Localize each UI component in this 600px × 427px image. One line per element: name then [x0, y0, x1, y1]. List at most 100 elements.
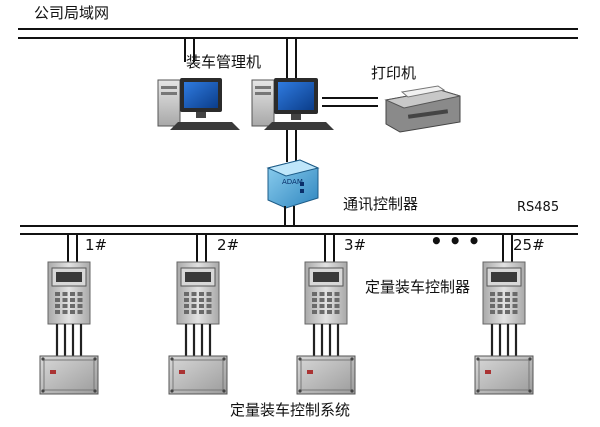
junction-box — [296, 355, 356, 395]
keypad-key — [497, 298, 503, 302]
keypad-key — [62, 304, 68, 308]
keypad-key — [505, 298, 510, 302]
keypad-key — [490, 292, 495, 296]
keypad-key — [319, 310, 325, 314]
loading-unit — [39, 234, 99, 395]
keypad-key — [77, 298, 83, 302]
keypad-key — [505, 304, 510, 308]
keypad-key — [206, 292, 212, 296]
keypad-key — [55, 292, 60, 296]
keypad-key — [497, 310, 503, 314]
unit-label-1: 1# — [85, 236, 108, 254]
manager-pc-1 — [157, 78, 240, 130]
keypad-key — [505, 292, 510, 296]
rs485-bus — [20, 225, 578, 235]
keypad-key — [184, 298, 189, 302]
keypad-key — [184, 310, 189, 314]
converter-brand: ADAM — [282, 178, 303, 186]
keypad-key — [206, 304, 212, 308]
keypad-key — [191, 298, 197, 302]
loading-controller-label: 定量装车控制器 — [365, 278, 471, 296]
keypad-key — [184, 304, 189, 308]
keypad-key — [191, 292, 197, 296]
keypad-key — [334, 304, 340, 308]
box-label — [179, 370, 185, 374]
manager-to-converter — [286, 130, 297, 162]
keypad-key — [334, 310, 340, 314]
keypad-key — [206, 310, 212, 314]
loading-unit — [168, 234, 228, 395]
keypad-key — [327, 292, 332, 296]
keypad-key — [319, 292, 325, 296]
system-label: 定量装车控制系统 — [230, 401, 351, 419]
keypad-key — [70, 298, 75, 302]
unit-label-25: 25# — [513, 236, 545, 254]
keypad-key — [312, 292, 317, 296]
junction-box — [474, 355, 534, 395]
keypad-key — [512, 310, 518, 314]
lan-label: 公司局域网 — [34, 4, 110, 22]
keypad-key — [77, 292, 83, 296]
keypad-key — [199, 310, 204, 314]
lan-bus — [18, 28, 578, 82]
keypad-key — [319, 304, 325, 308]
keypad-key — [505, 310, 510, 314]
keypad-key — [191, 310, 197, 314]
keypad-key — [199, 298, 204, 302]
keypad-key — [334, 292, 340, 296]
keypad-key — [312, 298, 317, 302]
keypad-key — [199, 292, 204, 296]
keypad-key — [199, 304, 204, 308]
keypad-key — [184, 292, 189, 296]
printer-label: 打印机 — [371, 64, 417, 82]
keypad-key — [327, 298, 332, 302]
manager-label: 装车管理机 — [186, 53, 262, 71]
junction-box — [39, 355, 99, 395]
keypad-key — [512, 292, 518, 296]
keypad-key — [334, 298, 340, 302]
unit-label-2: 2# — [217, 236, 240, 254]
comm-converter: ADAM — [266, 159, 320, 209]
keypad-key — [497, 304, 503, 308]
keypad-key — [327, 304, 332, 308]
keypad-key — [319, 298, 325, 302]
keypad-key — [490, 298, 495, 302]
keypad-key — [206, 298, 212, 302]
units-layer — [39, 234, 534, 395]
keypad-key — [70, 304, 75, 308]
keypad-key — [312, 304, 317, 308]
keypad-key — [62, 310, 68, 314]
keypad-key — [55, 310, 60, 314]
keypad-key — [55, 298, 60, 302]
keypad-key — [70, 310, 75, 314]
manager-pc-2 — [251, 78, 334, 130]
keypad-key — [512, 298, 518, 302]
printer — [384, 85, 461, 133]
keypad-key — [312, 310, 317, 314]
keypad-key — [497, 292, 503, 296]
box-label — [50, 370, 56, 374]
box-label — [485, 370, 491, 374]
ellipsis: ••• — [430, 229, 487, 253]
keypad-key — [327, 310, 332, 314]
unit-label-3: 3# — [344, 236, 367, 254]
converter-to-bus — [284, 206, 295, 226]
box-label — [307, 370, 313, 374]
rs485-label: RS485 — [517, 200, 560, 215]
keypad-key — [62, 298, 68, 302]
keypad-key — [191, 304, 197, 308]
keypad-key — [70, 292, 75, 296]
keypad-key — [62, 292, 68, 296]
keypad-key — [512, 304, 518, 308]
keypad-key — [77, 310, 83, 314]
junction-box — [168, 355, 228, 395]
keypad-key — [490, 304, 495, 308]
keypad-key — [55, 304, 60, 308]
keypad-key — [77, 304, 83, 308]
comm-controller-label: 通讯控制器 — [343, 195, 419, 213]
loading-unit — [296, 234, 356, 395]
printer-link — [322, 97, 378, 107]
loading-unit — [474, 234, 534, 395]
